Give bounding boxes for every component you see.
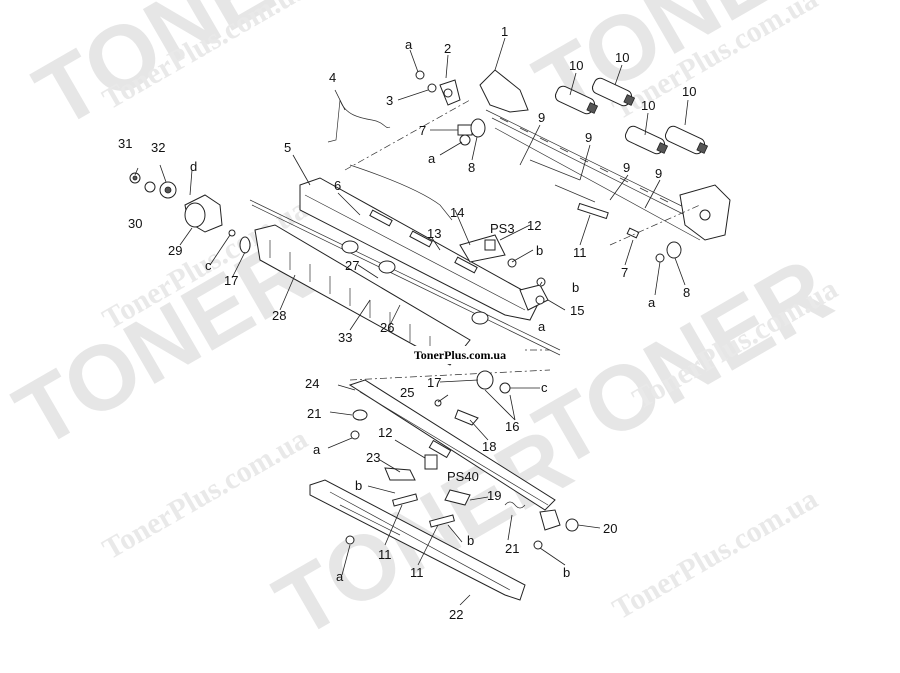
callout-32: 32 [151, 140, 165, 155]
callout-c: c [541, 380, 548, 395]
bottom-plate [309, 479, 526, 601]
callout-11: 11 [573, 245, 587, 260]
callout-26: 26 [380, 320, 394, 335]
watermark-site: TonerPlus.com.ua [97, 422, 313, 566]
callout-12: 12 [527, 218, 541, 233]
callout-11: 11 [410, 565, 424, 580]
callout-b: b [536, 243, 543, 258]
callout-5: 5 [284, 140, 291, 155]
callout-20: 20 [603, 521, 617, 536]
callout-3: 3 [386, 93, 393, 108]
callout-c: c [205, 258, 212, 273]
callout-b: b [355, 478, 362, 493]
callout-14: 14 [450, 205, 464, 220]
callout-9: 9 [538, 110, 545, 125]
callout-7: 7 [621, 265, 628, 280]
callout-ps3: PS3 [490, 221, 515, 236]
guide-plate [299, 177, 541, 321]
motor-assembly [129, 172, 236, 237]
callout-b: b [572, 280, 579, 295]
callout-a: a [428, 151, 436, 166]
callout-a: a [313, 442, 321, 457]
callout-ps40: PS40 [447, 469, 479, 484]
callout-16: 16 [505, 419, 519, 434]
callout-22: 22 [449, 607, 463, 622]
callout-b: b [467, 533, 474, 548]
callout-30: 30 [128, 216, 142, 231]
callout-19: 19 [487, 488, 501, 503]
callout-17: 17 [224, 273, 238, 288]
callout-31: 31 [118, 136, 132, 151]
leader-lines [134, 37, 689, 606]
callout-b: b [563, 565, 570, 580]
callout-24: 24 [305, 376, 319, 391]
callout-29: 29 [168, 243, 182, 258]
callout-9: 9 [585, 130, 592, 145]
callout-7: 7 [419, 123, 426, 138]
callout-10: 10 [682, 84, 696, 99]
callout-10: 10 [569, 58, 583, 73]
callout-9: 9 [623, 160, 630, 175]
callout-10: 10 [615, 50, 629, 65]
callout-25: 25 [400, 385, 414, 400]
callout-21: 21 [307, 406, 321, 421]
callout-13: 13 [427, 226, 441, 241]
callout-18: 18 [482, 439, 496, 454]
callout-8: 8 [468, 160, 475, 175]
site-label: TonerPlus.com.ua [398, 346, 522, 364]
callout-a: a [648, 295, 656, 310]
roller-group [554, 77, 709, 155]
callout-15: 15 [570, 303, 584, 318]
callout-a: a [538, 319, 546, 334]
callout-1: 1 [501, 24, 508, 39]
callout-28: 28 [272, 308, 286, 323]
callout-labels: 1 2 a 3 4 7 a 8 10 10 10 10 9 9 9 9 11 7… [118, 24, 696, 622]
main-frame [479, 69, 731, 241]
callout-33: 33 [338, 330, 352, 345]
callout-8: 8 [683, 285, 690, 300]
callout-21: 21 [505, 541, 519, 556]
callout-2: 2 [444, 41, 451, 56]
callout-9: 9 [655, 166, 662, 181]
callout-11: 11 [378, 547, 392, 562]
callout-12: 12 [378, 425, 392, 440]
callout-d: d [190, 159, 197, 174]
lower-bracket [348, 379, 556, 511]
callout-4: 4 [329, 70, 336, 85]
callout-a: a [336, 569, 344, 584]
callout-6: 6 [334, 178, 341, 193]
callout-23: 23 [366, 450, 380, 465]
parts-drawing [129, 69, 731, 601]
callout-27: 27 [345, 258, 359, 273]
watermark-site: TonerPlus.com.ua [607, 482, 823, 626]
callout-17: 17 [427, 375, 441, 390]
callout-a: a [405, 37, 413, 52]
callout-10: 10 [641, 98, 655, 113]
